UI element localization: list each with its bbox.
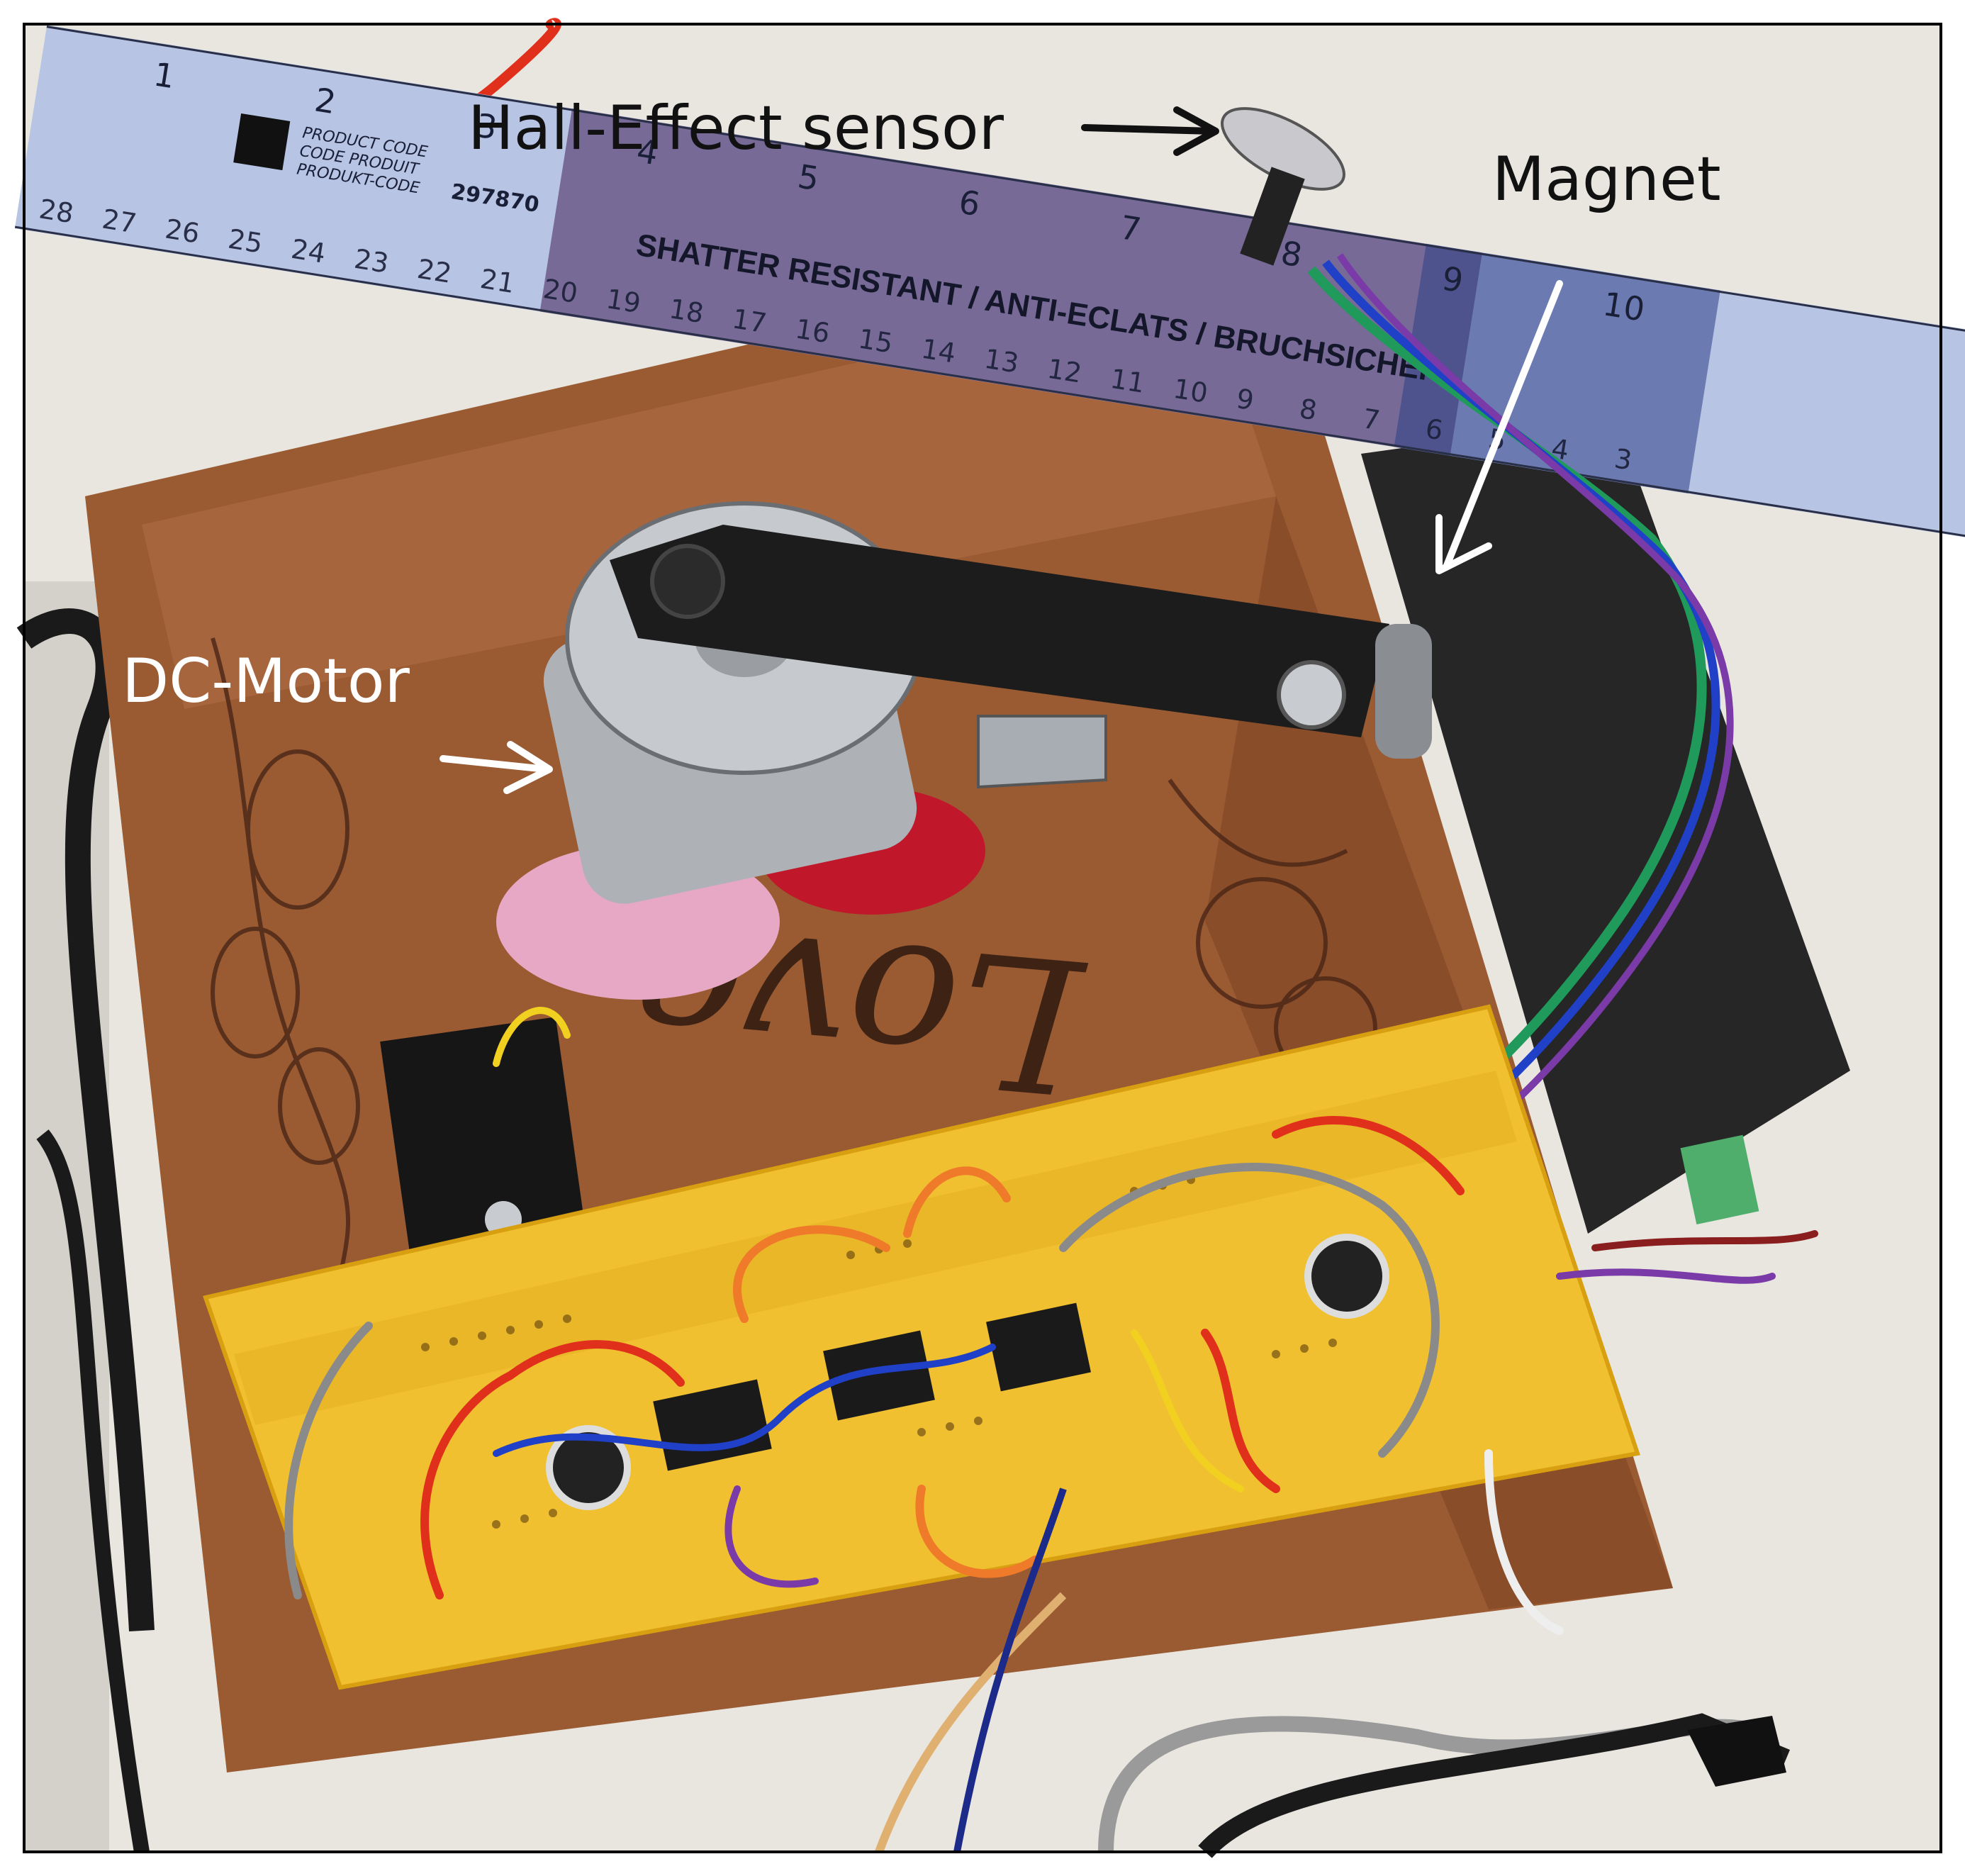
- ruler-rev-18: 18: [667, 293, 706, 329]
- ruler-rev-17: 17: [730, 303, 769, 339]
- motor-arm: [610, 525, 1432, 759]
- ic-chip-3: [986, 1302, 1091, 1392]
- ruler-rev-21: 21: [478, 263, 517, 299]
- label-magnet: Magnet: [1492, 144, 1721, 215]
- black-cable-bottom-left: [36, 1129, 150, 1853]
- ruler-rev-20: 20: [541, 273, 580, 309]
- ruler-rev-15: 15: [856, 323, 895, 359]
- wooden-box-highlight: [142, 284, 1276, 709]
- ruler-rev-12: 12: [1045, 353, 1084, 389]
- bottom-cable-orange: [875, 1592, 1067, 1854]
- ruler-rev-22: 22: [415, 253, 454, 289]
- terminal-block: [1680, 1134, 1759, 1225]
- ruler-rev-25: 25: [226, 223, 265, 259]
- ruler-rev-23: 23: [352, 243, 391, 279]
- potentiometer-2: [1304, 1234, 1389, 1319]
- probe-clip: [1687, 1716, 1786, 1787]
- power-supply-box: [1361, 418, 1850, 1234]
- arrow-dc-motor: [440, 741, 553, 794]
- arrow-magnet: [1435, 280, 1563, 574]
- ruler-rev-27: 27: [100, 203, 139, 240]
- ruler-rev-14: 14: [919, 333, 958, 369]
- jumper-wires: [284, 1007, 1818, 1635]
- label-hall-effect-sensor: Hall-Effect sensor: [468, 93, 1004, 164]
- ruler: 1 2 3 4 5 6 7 8 9 10 28 27 26 25 24 23 2…: [14, 25, 1965, 540]
- bottom-cable-blue: [953, 1487, 1067, 1853]
- ruler-rev-10: 10: [1171, 373, 1210, 409]
- ruler-rev-24: 24: [289, 233, 328, 269]
- ruler-rev-11: 11: [1108, 363, 1147, 399]
- ruler-cm-10: 10: [1601, 284, 1647, 328]
- ruler-qr-mark: [233, 113, 291, 171]
- bottom-cable-black: [1198, 1713, 1790, 1858]
- ruler-rev-13: 13: [982, 343, 1021, 379]
- hall-sensor-module: [1221, 107, 1345, 266]
- potentiometer-1: [546, 1425, 631, 1510]
- ruler-rev-28: 28: [37, 193, 76, 229]
- ruler-rev-19: 19: [604, 283, 643, 319]
- ruler-rev-16: 16: [793, 313, 832, 349]
- motor-bracket: [977, 715, 1107, 789]
- ruler-rev-26: 26: [163, 213, 202, 250]
- label-dc-motor: DC-Motor: [122, 646, 410, 717]
- black-cable-left: [16, 608, 155, 1632]
- ic-chip-2: [823, 1330, 935, 1421]
- arrow-hall-sensor: [1081, 106, 1219, 156]
- image-frame: [23, 23, 1942, 1853]
